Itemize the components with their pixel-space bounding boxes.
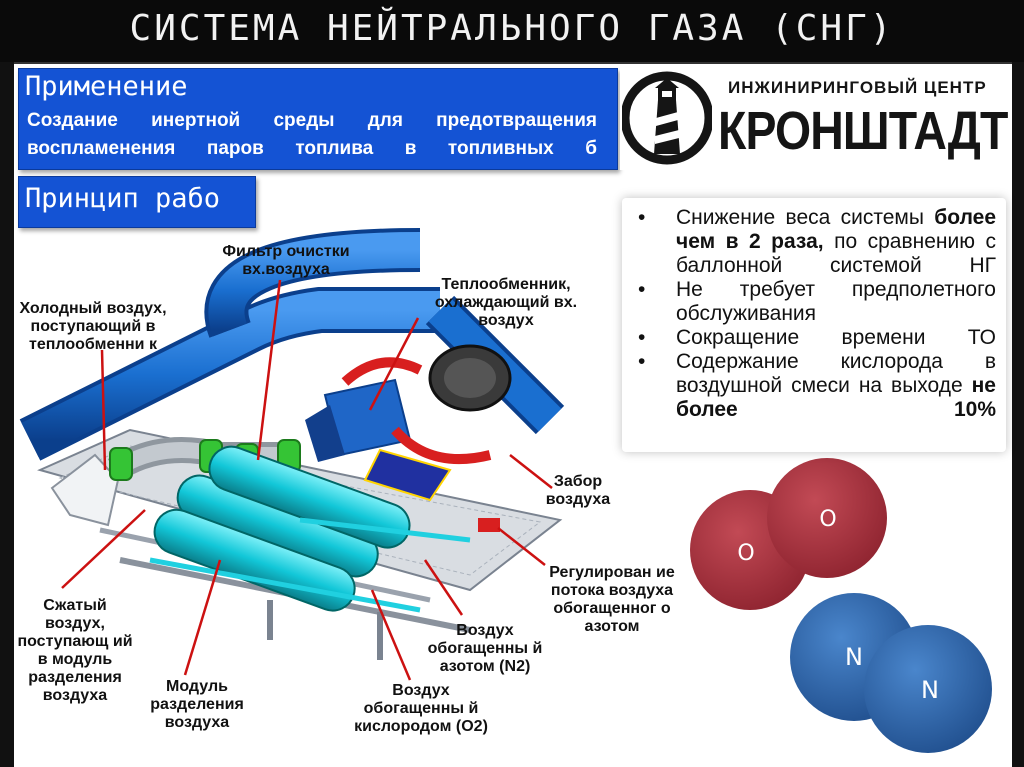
- oxygen-atom-1-label: O: [737, 541, 754, 566]
- callout-separation-module: Модуль разделения воздуха: [150, 678, 244, 731]
- benefit-item: • Сокращение времени ТО: [628, 326, 996, 350]
- callout-heat-exchanger: Теплообменник, охлаждающий вх. воздух: [434, 276, 578, 329]
- frame-right: [1012, 62, 1024, 767]
- callout-oxygen-air: Воздух обогащенны й кислородом (O2): [354, 682, 488, 735]
- nitrogen-molecule: [790, 593, 992, 753]
- application-text: Создание инертной среды для предотвращен…: [27, 110, 597, 159]
- heat-exchanger: [305, 344, 512, 502]
- benefit-text: Сокращение времени ТО: [676, 326, 996, 349]
- lighthouse-icon: [622, 71, 712, 165]
- benefit-text-bold: более чем в 2 раза,: [676, 206, 996, 253]
- nitrogen-atom-1-label: N: [845, 643, 863, 671]
- callout-compressed-air: Сжатый воздух, поступающ ий в модуль раз…: [17, 597, 133, 704]
- oxygen-molecule: [690, 458, 887, 610]
- flow-regulator: [478, 518, 500, 532]
- benefit-text: Не требует предполетного обслуживания: [676, 278, 996, 325]
- frame-left: [0, 62, 14, 767]
- principle-panel: Принцип рабо: [18, 176, 256, 228]
- benefit-text: по сравнению с баллонной системой НГ: [676, 230, 996, 277]
- benefits-list: • Снижение веса системы более чем в 2 раз…: [628, 206, 996, 422]
- callout-flow-regulation: Регулирован ие потока воздуха обогащенно…: [549, 564, 675, 635]
- oxygen-atom-2-label: O: [819, 507, 836, 532]
- benefit-item: • Не требует предполетного обслуживания: [628, 278, 996, 326]
- logo-subtitle: ИНЖИНИРИНГОВЫЙ ЦЕНТР: [728, 78, 987, 97]
- separation-module-cylinders: [149, 445, 471, 613]
- callout-filter: Фильтр очистки вх.воздуха: [222, 243, 350, 278]
- bullet-icon: •: [638, 326, 646, 349]
- title-bar: СИСТЕМА НЕЙТРАЛЬНОГО ГАЗА (СНГ): [0, 0, 1024, 64]
- callout-nitrogen-air: Воздух обогащенны й азотом (N2): [427, 622, 543, 675]
- bullet-icon: •: [638, 206, 646, 229]
- bullet-icon: •: [638, 278, 646, 301]
- callout-lines: [61, 279, 553, 681]
- application-heading: Применение: [25, 71, 188, 102]
- benefits-panel: • Снижение веса системы более чем в 2 раз…: [622, 198, 1006, 452]
- logo: ИНЖИНИРИНГОВЫЙ ЦЕНТР КРОНШТАДТ: [620, 66, 1012, 170]
- callout-intake: Забор воздуха: [545, 473, 611, 508]
- callout-cold-air: Холодный воздух, поступающий в теплообме…: [19, 300, 167, 353]
- benefit-item: • Снижение веса системы более чем в 2 раз…: [628, 206, 996, 278]
- nitrogen-atom-2-label: N: [921, 676, 939, 704]
- logo-name: КРОНШТАДТ: [718, 101, 1008, 161]
- bullet-icon: •: [638, 350, 646, 373]
- benefit-item: • Содержание кислорода в воздушной смеси …: [628, 350, 996, 422]
- page-title: СИСТЕМА НЕЙТРАЛЬНОГО ГАЗА (СНГ): [129, 8, 895, 49]
- benefit-text-bold: не более 10%: [676, 374, 996, 421]
- principle-heading: Принцип рабо: [25, 183, 221, 214]
- benefit-text: Содержание кислорода в воздушной смеси н…: [676, 350, 996, 397]
- application-panel: Применение Создание инертной среды для п…: [18, 68, 618, 170]
- benefit-text: Снижение веса системы: [676, 206, 935, 229]
- intake-box: [50, 453, 120, 527]
